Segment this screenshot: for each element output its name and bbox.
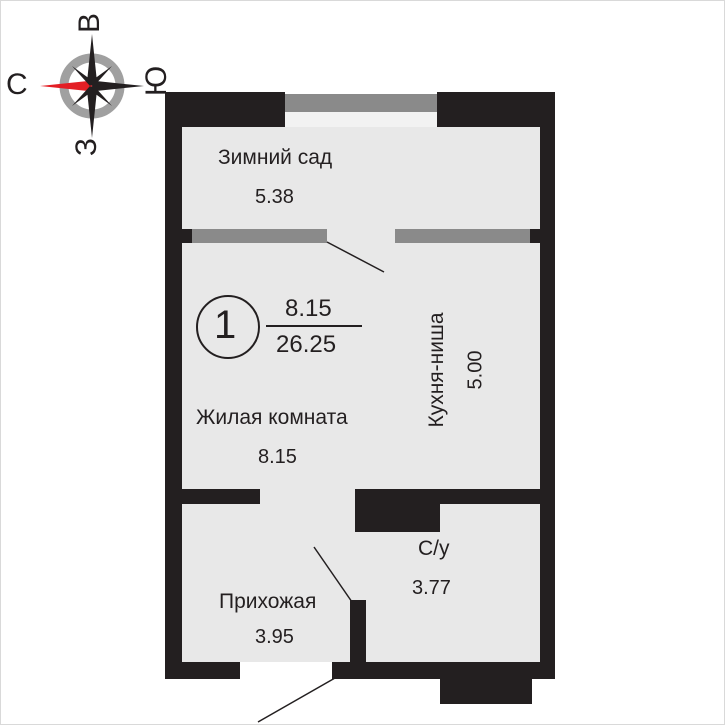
compass-diag-4 [72,86,94,106]
compass-east-label: В [73,12,107,34]
apartment-number-circle [196,295,260,359]
compass [40,34,144,138]
garden-door-swing [326,241,385,273]
compass-diag-2 [90,86,112,106]
hallway-area: 3.95 [255,626,294,648]
compass-west-label: З [70,137,104,157]
compass-needle-north [40,81,92,91]
living-room-name: Жилая комната [196,406,348,429]
left-wall [165,92,182,679]
compass-needle-south [92,81,144,91]
bottom-wall-left [165,662,240,679]
compass-diag-1 [72,66,94,86]
bathroom-area: 3.77 [412,577,451,599]
exterior-walls [165,92,555,704]
floor-area [180,112,540,662]
right-wall [540,92,555,679]
glazing-left [192,229,327,243]
top-wall-right [437,92,555,127]
compass-diag-3 [90,66,112,86]
apartment-living-area: 8.15 [285,295,332,322]
living-room-area: 8.15 [258,446,297,468]
compass-needle-down [87,86,97,138]
winter-garden-area: 5.38 [255,186,294,208]
hall-wall-left [180,489,260,504]
bath-wall-vertical [350,600,366,665]
bath-wall-top [355,489,542,504]
glazing-right [395,229,530,243]
garden-partition [180,229,542,243]
kitchen-niche-name: Кухня-ниша [425,312,448,428]
compass-needle-up [87,34,97,86]
bathroom-name: С/у [418,537,450,560]
partition-stub-right [530,229,542,243]
bath-wall-block [355,504,440,532]
hallway-name: Прихожая [219,590,317,613]
winter-garden-name: Зимний сад [218,146,333,169]
compass-north-label: С [6,68,28,101]
apartment-number: 1 [214,303,237,347]
window-sill [285,112,437,127]
entrance-door-swing [257,677,336,723]
partition-stub-left [180,229,192,243]
top-wall-left [165,92,285,127]
bath-door-swing [313,546,353,603]
kitchen-niche-area: 5.00 [464,350,487,390]
vent-shaft [440,662,532,704]
interior-walls [180,489,542,665]
compass-south-label: Ю [140,65,174,97]
apartment-total-area: 26.25 [276,331,337,358]
top-window [285,94,437,112]
